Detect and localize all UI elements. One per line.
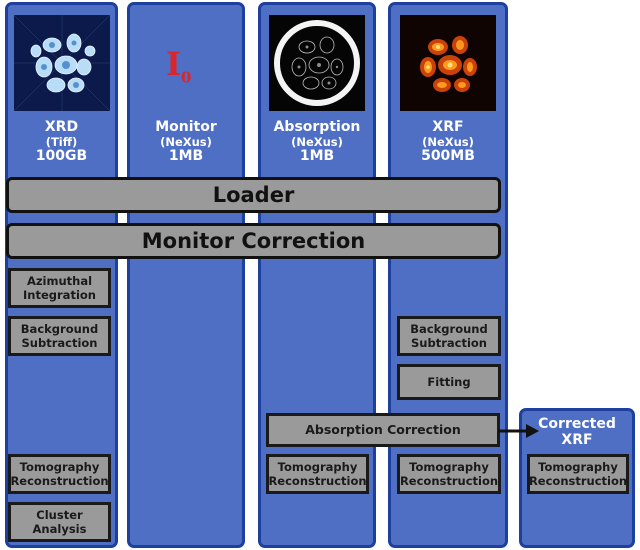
xrd-diffraction-image xyxy=(14,15,110,111)
fitting-box: Fitting xyxy=(397,364,501,400)
monitor-correction-bar: Monitor Correction xyxy=(6,223,501,259)
absorption-correction-label: Absorption Correction xyxy=(305,422,461,438)
absorption-header: Absorption (NeXus) 1MB xyxy=(261,119,373,164)
corrected-tomography-line2: Reconstruction xyxy=(528,474,628,488)
xrd-name: XRD xyxy=(44,119,79,135)
corrected-tomography-line1: Tomography xyxy=(538,459,618,474)
corrected-xrf-title-line2: XRF xyxy=(561,432,593,449)
loader-label: Loader xyxy=(212,183,295,207)
corrected-xrf-title-line1: Corrected xyxy=(538,416,616,432)
xrd-size: 100GB xyxy=(35,147,88,164)
xrd-tomography-line2: Reconstruction xyxy=(10,474,109,488)
cluster-analysis-line2: Analysis xyxy=(32,522,87,536)
i0-symbol: I0 xyxy=(166,45,191,86)
monitor-name: Monitor xyxy=(155,119,217,135)
xrd-header: XRD (Tiff) 100GB xyxy=(8,119,115,164)
xrf-background-subtraction-line2: Subtraction xyxy=(411,336,487,350)
absorption-tomography-line2: Reconstruction xyxy=(268,474,367,488)
absorption-name: Absorption xyxy=(273,119,361,135)
xrf-header: XRF (NeXus) 500MB xyxy=(391,119,505,164)
monitor-size: 1MB xyxy=(168,147,204,164)
corrected-xrf-title: Corrected XRF xyxy=(522,416,632,448)
xrd-background-subtraction-line1: Background xyxy=(20,321,99,336)
xrf-format: (NeXus) xyxy=(422,134,474,149)
absorption-correction-box: Absorption Correction xyxy=(266,413,500,447)
arrow-to-corrected-xrf xyxy=(498,424,539,438)
xrf-thumbnail xyxy=(400,15,496,111)
azimuthal-integration-line2: Integration xyxy=(23,288,96,302)
xrd-background-subtraction-line2: Subtraction xyxy=(21,336,98,350)
absorption-tomography-line1: Tomography xyxy=(277,459,358,474)
monitor-header: Monitor (NeXus) 1MB xyxy=(130,119,242,164)
monitor-column: I0 Monitor (NeXus) 1MB xyxy=(127,2,245,548)
xrf-name: XRF xyxy=(432,119,464,135)
xrf-map-image xyxy=(400,15,496,111)
cluster-analysis-line1: Cluster xyxy=(36,507,83,522)
i0-symbol-main: I xyxy=(166,45,181,83)
xrd-thumbnail xyxy=(14,15,110,111)
xrf-tomography-line2: Reconstruction xyxy=(399,474,499,488)
xrf-size: 500MB xyxy=(421,147,475,164)
absorption-format: (NeXus) xyxy=(291,134,343,149)
xrd-format: (Tiff) xyxy=(45,134,78,149)
absorption-tomogram-image xyxy=(269,15,365,111)
monitor-correction-label: Monitor Correction xyxy=(141,229,366,253)
azimuthal-integration-line1: Azimuthal xyxy=(26,273,93,288)
absorption-thumbnail xyxy=(269,15,365,111)
monitor-format: (NeXus) xyxy=(160,134,212,149)
loader-bar: Loader xyxy=(6,177,501,213)
xrf-background-subtraction-line1: Background xyxy=(410,321,488,336)
arrow-head xyxy=(526,424,539,438)
i0-symbol-sub: 0 xyxy=(180,68,192,87)
xrf-tomography-line1: Tomography xyxy=(409,459,489,474)
absorption-size: 1MB xyxy=(299,147,335,164)
fitting-label: Fitting xyxy=(427,374,471,389)
xrd-tomography-line1: Tomography xyxy=(19,459,100,474)
